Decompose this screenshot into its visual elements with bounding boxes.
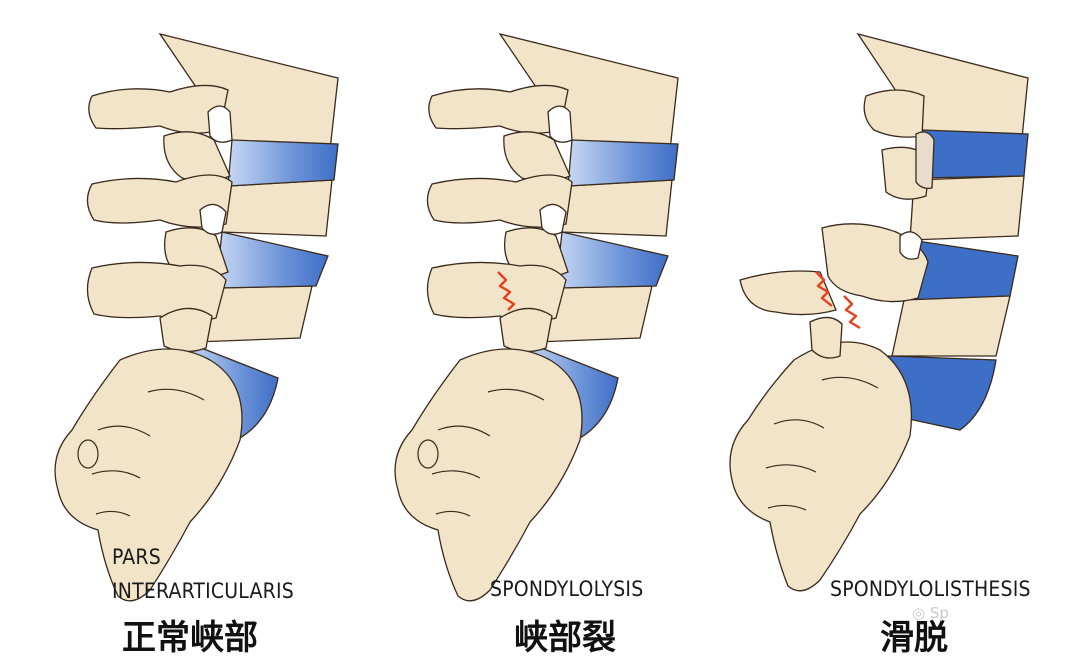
pars-fracture-line-left xyxy=(815,271,833,307)
watermark-text: Sp xyxy=(929,604,949,622)
panel-spondylolisthesis-illustration xyxy=(729,33,1029,592)
panel-spondylolisthesis-english-label: SPONDYLOLISTHESIS xyxy=(830,577,1031,601)
pars-fracture-line-right xyxy=(843,295,861,330)
panel-normal-chinese-label: 正常峡部 xyxy=(122,618,258,658)
panel-spondylolysis-chinese-label: 峡部裂 xyxy=(514,618,616,658)
panel-normal-english-label: PARS INTERARTICULARIS xyxy=(112,540,294,608)
panel-normal-illustration xyxy=(54,33,339,602)
label-line: PARS xyxy=(112,545,161,569)
panel-spondylolysis-english-label: SPONDYLOLYSIS xyxy=(490,577,644,601)
pars-fracture-line xyxy=(497,271,516,311)
wechat-icon: ◎ xyxy=(912,604,926,622)
panel-spondylolisthesis-chinese-label: 滑脱 xyxy=(880,618,948,658)
label-line: INTERARTICULARIS xyxy=(112,579,294,603)
watermark: ◎ Sp xyxy=(912,604,949,622)
panel-spondylolysis-illustration xyxy=(394,33,679,602)
